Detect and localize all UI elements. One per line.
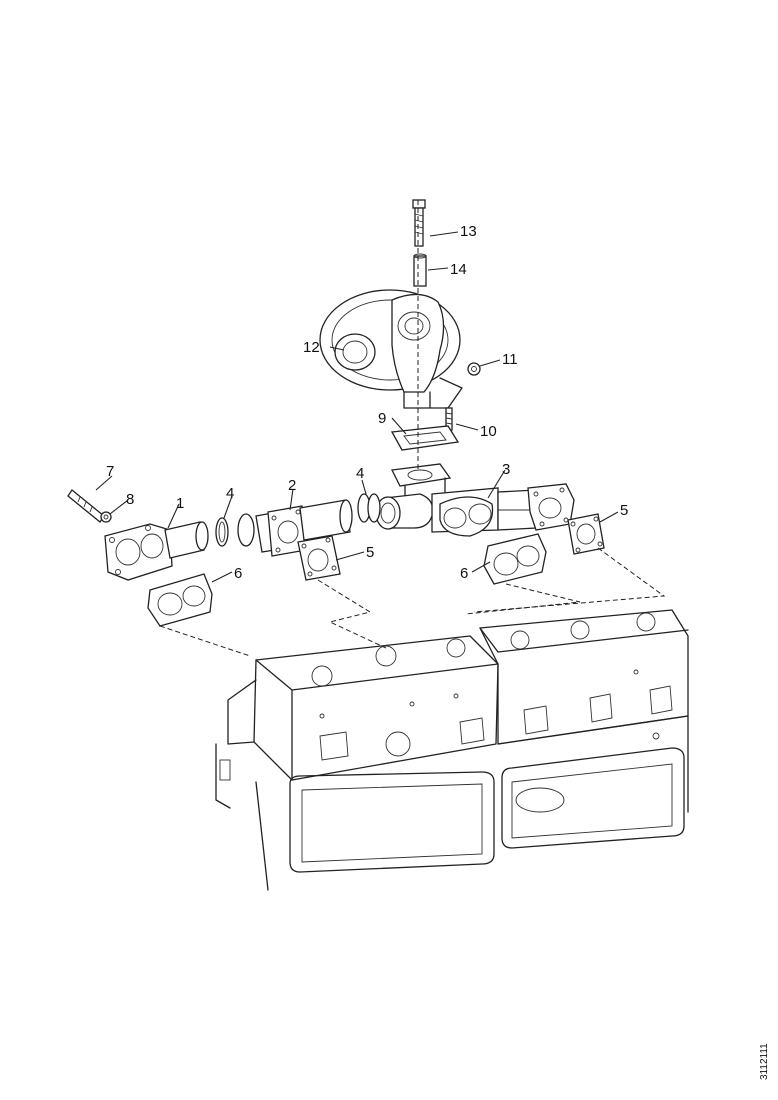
spacer-sleeve-12 <box>413 253 427 287</box>
leader-lines <box>95 231 619 583</box>
callout-4-right: 4 <box>356 465 364 482</box>
turbo-gasket-9 <box>390 425 460 451</box>
gasket-6-left <box>147 573 213 627</box>
callout-5-right: 5 <box>620 502 628 519</box>
exhaust-center-section <box>375 463 575 537</box>
callout-9: 9 <box>378 410 386 427</box>
callout-6-left: 6 <box>234 565 242 582</box>
callout-3: 3 <box>502 461 510 478</box>
callout-14: 12 <box>303 339 320 356</box>
gasket-6-right <box>483 533 547 585</box>
callout-13: 11 <box>502 351 518 368</box>
nut-13 <box>467 362 481 376</box>
callout-7: 7 <box>106 463 114 480</box>
engine-block <box>215 715 689 891</box>
bolt-11 <box>412 199 426 247</box>
cylinder-head-right <box>479 609 689 745</box>
callout-labels: 13 14 12 11 9 10 3 4 7 8 1 4 2 5 5 6 6 <box>106 223 628 582</box>
seal-ring-4-left <box>215 517 229 547</box>
callout-5-left: 5 <box>366 544 374 561</box>
washer-8 <box>100 511 112 523</box>
cylinder-head-left <box>227 635 499 781</box>
gasket-5-left <box>297 535 341 581</box>
callout-8: 8 <box>126 491 134 508</box>
callout-1: 1 <box>176 495 184 512</box>
exhaust-manifold-section-1 <box>104 521 209 581</box>
turbocharger <box>319 289 463 409</box>
callout-2: 2 <box>288 477 296 494</box>
callout-11: 13 <box>460 223 477 240</box>
gasket-5-right <box>567 513 605 555</box>
seal-ring-4-right <box>357 493 381 523</box>
callout-10: 10 <box>480 423 497 440</box>
callout-6-right: 6 <box>460 565 468 582</box>
assembly-guide-lines <box>159 200 666 657</box>
drawing-reference-code: 3112111 <box>759 1043 770 1080</box>
callout-4-left: 4 <box>226 485 234 502</box>
callout-12: 14 <box>450 261 467 278</box>
exhaust-manifold-section-2 <box>237 499 353 557</box>
bolt-7 <box>67 489 105 523</box>
